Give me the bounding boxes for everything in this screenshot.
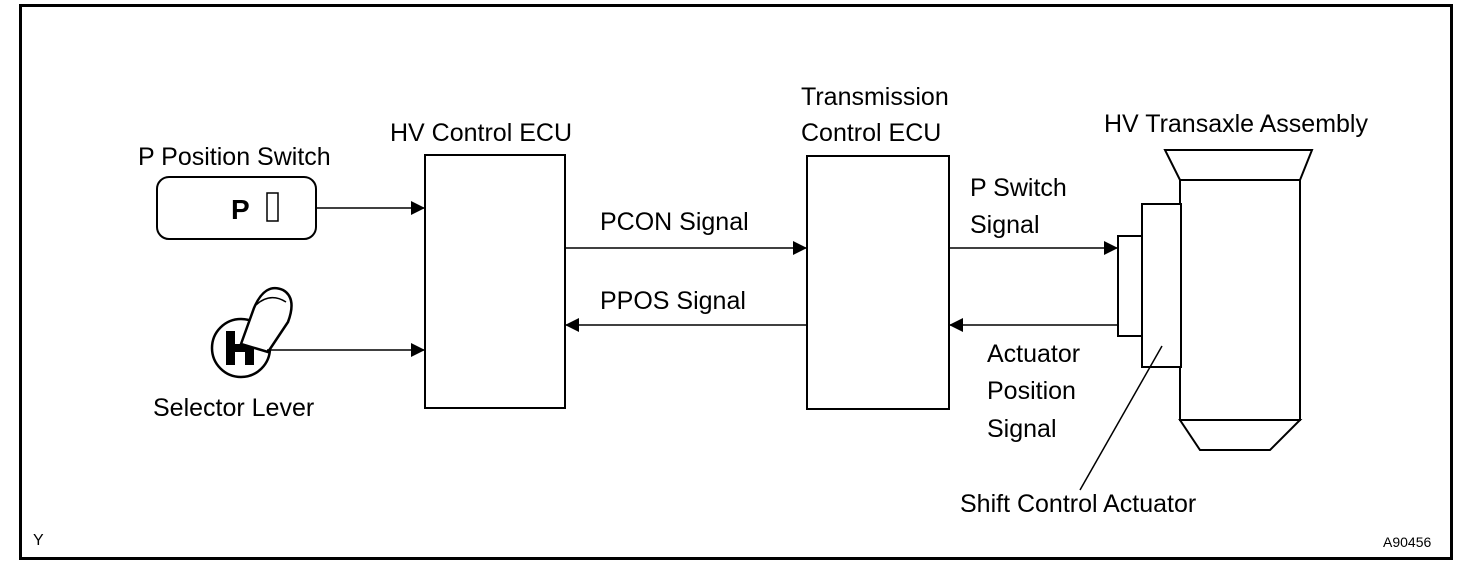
selector-lever-icon — [210, 286, 293, 379]
transmission-ecu-label-line2: Control ECU — [801, 119, 942, 147]
actuator-position-signal-label-line3: Signal — [987, 415, 1057, 443]
transmission-ecu-label-line1: Transmission — [801, 83, 949, 111]
p-switch-signal-label-line1: P Switch — [970, 174, 1067, 202]
hv-control-ecu-box — [424, 154, 566, 409]
p-button-letter: P — [231, 194, 250, 225]
p-switch-signal-label-line2: Signal — [970, 211, 1040, 239]
p-switch-indicator-icon — [266, 192, 279, 222]
actuator-connector-shape — [1117, 235, 1143, 337]
hv-transaxle-assembly-shape — [1163, 149, 1314, 451]
shift-control-actuator-leader — [1079, 345, 1163, 491]
hv-control-ecu-label: HV Control ECU — [390, 119, 572, 147]
corner-letter: Y — [33, 532, 44, 549]
actuator-position-signal-label-line1: Actuator — [987, 340, 1081, 368]
shift-control-actuator-shape — [1141, 203, 1182, 368]
selector-lever-label: Selector Lever — [153, 394, 315, 422]
pcon-signal-label: PCON Signal — [600, 208, 749, 236]
actuator-position-signal-label-line2: Position — [987, 377, 1076, 405]
p-position-switch-label: P Position Switch — [138, 143, 331, 171]
figure-code: A90456 — [1383, 534, 1432, 550]
hv-transaxle-assembly-label: HV Transaxle Assembly — [1104, 110, 1368, 138]
diagram-frame — [19, 4, 1453, 560]
ppos-signal-label: PPOS Signal — [600, 287, 746, 315]
shift-control-actuator-label: Shift Control Actuator — [960, 490, 1197, 518]
transmission-control-ecu-box — [806, 155, 950, 410]
